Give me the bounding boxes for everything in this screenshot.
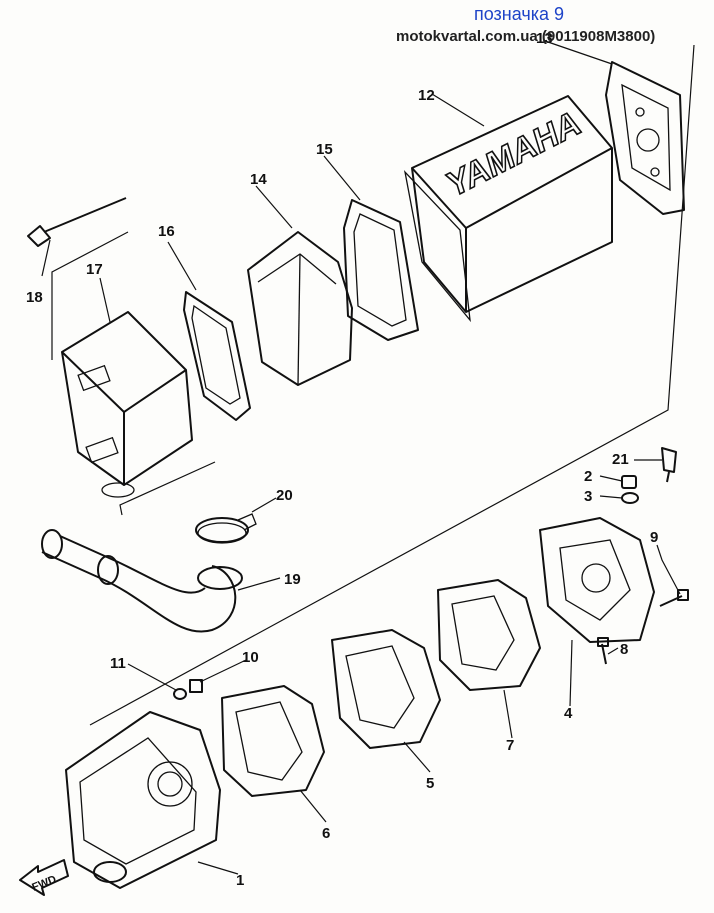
part-14-cover <box>247 231 353 386</box>
callout-4: 4 <box>564 705 573 722</box>
callout-9: 9 <box>650 529 658 546</box>
part-17-housing <box>61 311 193 498</box>
part-8-bolt <box>597 637 609 665</box>
yamaha-brand-text: YAMAHA <box>443 103 584 206</box>
part-18-long-bolt <box>27 197 127 247</box>
callout-11: 11 <box>110 655 126 672</box>
assembly-guide-lines <box>51 44 695 726</box>
fwd-direction-arrow: FWD <box>19 859 69 896</box>
callout-13: 13 <box>536 30 553 47</box>
part-15-gasket <box>343 199 419 341</box>
callout-8: 8 <box>620 641 628 658</box>
callout-7: 7 <box>506 737 514 754</box>
part-20-hose-clamp <box>195 513 257 544</box>
part-9-bolt <box>659 589 689 607</box>
part-16-gasket <box>183 291 251 421</box>
part-10-bolt <box>189 679 203 693</box>
fwd-label: FWD <box>30 873 58 894</box>
callout-10: 10 <box>242 649 259 666</box>
callout-14: 14 <box>250 171 267 188</box>
part-12-muffler-box: YAMAHA <box>403 95 613 323</box>
callout-1: 1 <box>236 872 244 889</box>
part-4-exhaust-cover <box>539 517 655 643</box>
callout-6: 6 <box>322 825 330 842</box>
callout-20: 20 <box>276 487 293 504</box>
callout-2: 2 <box>584 468 592 485</box>
part-3-washer <box>621 492 639 504</box>
part-2-plug <box>621 475 637 489</box>
yamaha-logo: YAMAHA <box>442 102 585 207</box>
callout-21: 21 <box>612 451 629 468</box>
callout-12: 12 <box>418 87 435 104</box>
part-1-main-housing <box>65 711 221 889</box>
source-watermark: motokvartal.com.ua (9011908M3800) <box>396 28 656 45</box>
callout-3: 3 <box>584 488 592 505</box>
diagram-title: позначка 9 <box>474 4 565 24</box>
callout-15: 15 <box>316 141 333 158</box>
part-13-gasket-plate <box>605 61 685 215</box>
callout-16: 16 <box>158 223 175 240</box>
part-5-plate <box>331 629 441 749</box>
callout-5: 5 <box>426 775 434 792</box>
callout-17: 17 <box>86 261 103 278</box>
callout-19: 19 <box>284 571 301 588</box>
part-19-hose <box>41 529 243 633</box>
callout-leaders <box>41 41 681 875</box>
part-7-gasket <box>437 579 541 691</box>
part-6-gasket <box>221 685 325 797</box>
part-11-washer <box>173 688 187 700</box>
part-21-sensor <box>661 447 677 483</box>
callout-labels: 1 2 3 4 5 6 7 8 9 10 11 12 13 14 15 16 1… <box>26 30 658 889</box>
callout-18: 18 <box>26 289 43 306</box>
